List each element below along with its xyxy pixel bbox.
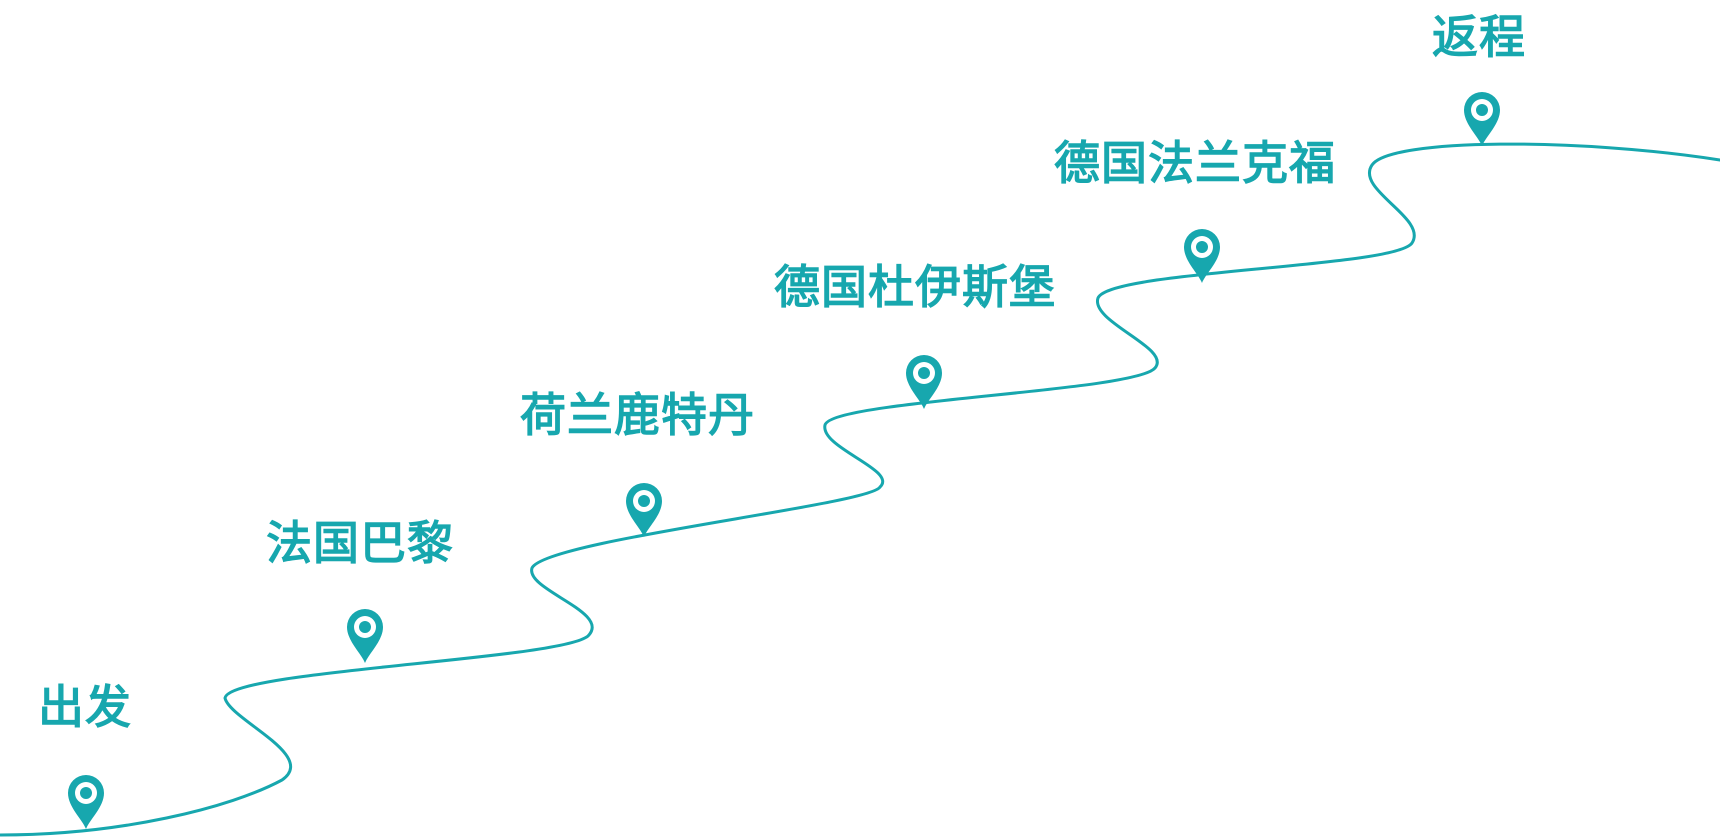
stop-label-paris: 法国巴黎 — [266, 516, 454, 570]
stop-label-start: 出发 — [38, 680, 132, 734]
map-pin-icon — [347, 609, 383, 663]
stop-label-duisburg: 德国杜伊斯堡 — [774, 260, 1056, 314]
stop-label-delft: 荷兰鹿特丹 — [520, 388, 755, 442]
stop-label-return: 返程 — [1432, 10, 1526, 64]
map-pin-icon — [68, 775, 104, 829]
map-pin-icon — [906, 355, 942, 409]
map-pin-icon — [1184, 229, 1220, 283]
stop-label-frankfurt: 德国法兰克福 — [1054, 136, 1336, 190]
map-pin-icon — [1464, 92, 1500, 146]
map-pin-icon — [626, 483, 662, 537]
route-path — [0, 142, 1720, 837]
